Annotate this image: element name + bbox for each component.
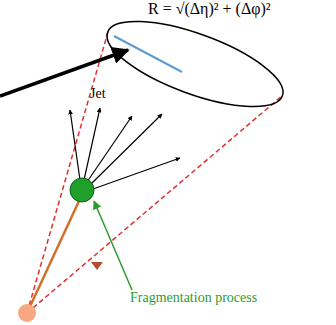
cone-edge xyxy=(27,32,108,313)
label-arrow xyxy=(94,201,132,290)
formula-label: R = √(Δη)² + (Δφ)² xyxy=(146,0,273,18)
jet-label: Jet xyxy=(88,86,108,102)
cone-edge xyxy=(27,96,282,313)
cone-ellipse xyxy=(97,4,292,124)
radius-line xyxy=(114,36,182,72)
fragmentation-point xyxy=(70,178,94,202)
parton-line xyxy=(27,201,79,313)
origin-point xyxy=(18,304,36,322)
particle-arrows xyxy=(70,108,180,189)
process-label: Fragmentation process xyxy=(128,290,259,306)
pointer-arrow xyxy=(0,50,128,96)
direction-mark xyxy=(91,262,103,270)
